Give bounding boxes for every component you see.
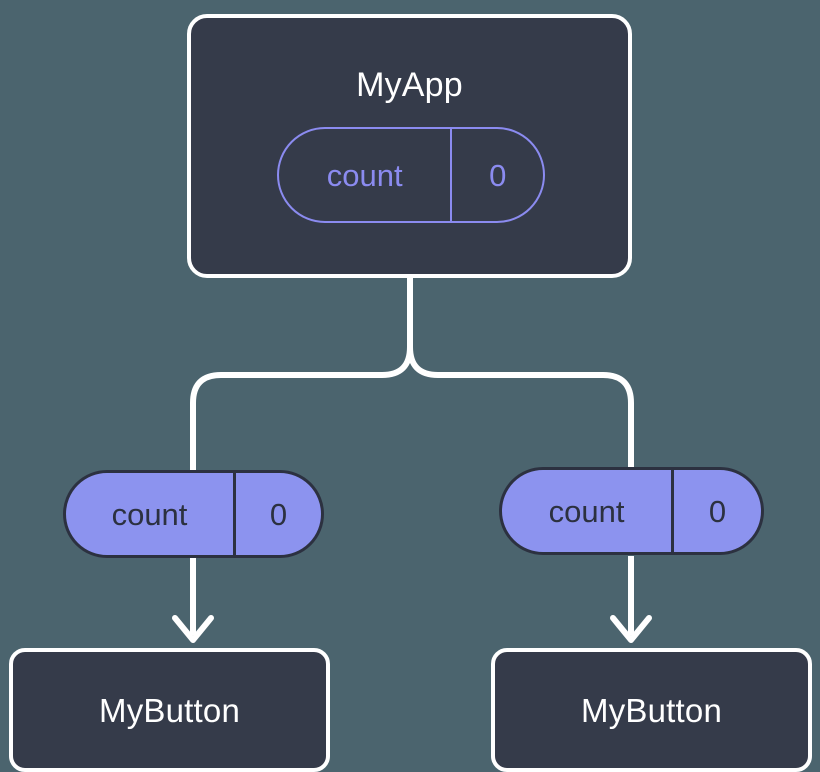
arrow-right — [610, 556, 652, 643]
state-value-root: 0 — [450, 129, 543, 221]
state-pill-root[interactable]: count 0 — [277, 127, 545, 223]
arrow-left — [172, 558, 214, 643]
state-value-child-left: 0 — [233, 473, 321, 555]
state-pill-child-left[interactable]: count 0 — [63, 470, 324, 558]
state-pill-child-right[interactable]: count 0 — [499, 467, 764, 555]
component-title-mybutton-left: MyButton — [99, 691, 240, 729]
component-node-mybutton-left[interactable]: MyButton — [9, 648, 330, 772]
component-title-myapp: MyApp — [356, 66, 463, 104]
state-key-child-left: count — [111, 496, 188, 532]
state-key-child-right: count — [548, 493, 625, 529]
component-node-mybutton-right[interactable]: MyButton — [491, 648, 812, 772]
state-key-root: count — [326, 157, 403, 193]
state-value-child-right: 0 — [671, 470, 761, 552]
component-title-mybutton-right: MyButton — [581, 691, 722, 729]
